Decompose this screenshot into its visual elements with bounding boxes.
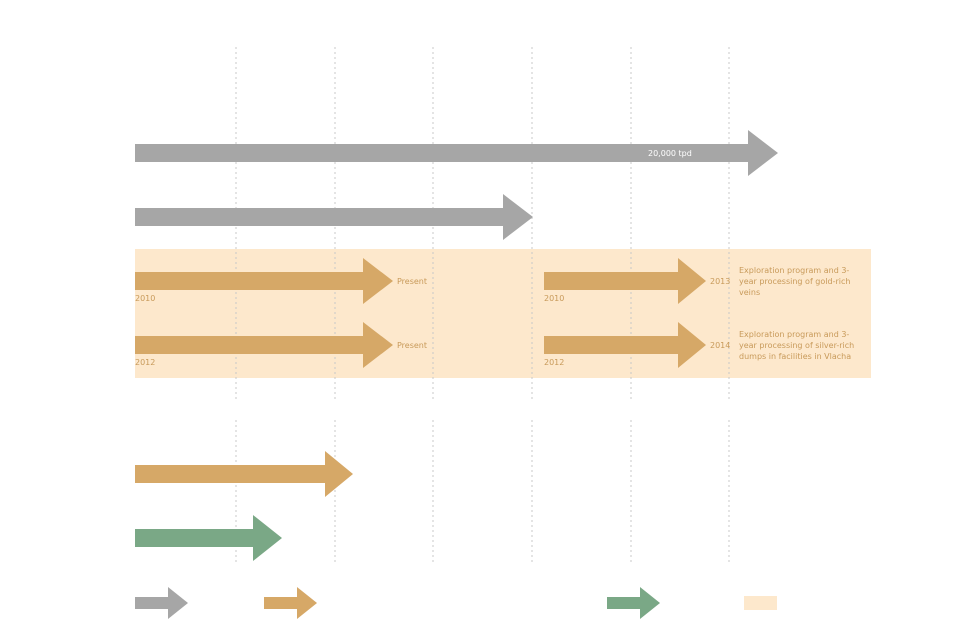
gold-arrow-a-left-start: 2010 — [135, 294, 155, 303]
legend — [135, 587, 777, 619]
gold-arrow-a-right-end: 2013 — [710, 277, 730, 286]
gold-arrow-a-right-start: 2010 — [544, 294, 564, 303]
gold-arrow-a-note: Exploration program and 3- year processi… — [739, 266, 853, 297]
gold-arrow-a-right — [544, 258, 706, 304]
gold-arrow-a-left — [135, 258, 393, 304]
legend-gold-arrow — [264, 587, 317, 619]
green-arrow-lower — [135, 515, 282, 561]
note-line: Exploration program and 3- — [739, 266, 849, 275]
gold-arrow-b-note: Exploration program and 3- year processi… — [739, 330, 857, 361]
highlight-band — [135, 249, 871, 378]
gold-arrow-lower — [135, 451, 353, 497]
grey-arrow-long-label: 20,000 tpd — [648, 149, 692, 158]
gold-arrow-b-right-start: 2012 — [544, 358, 564, 367]
note-line: dumps in facilities in Vlacha — [739, 352, 851, 361]
grey-arrow-long — [135, 130, 778, 176]
gold-arrow-b-left — [135, 322, 393, 368]
gold-arrow-b-right-end: 2014 — [710, 341, 730, 350]
gold-arrow-b-left-end: Present — [397, 341, 427, 350]
gold-arrow-b-left-start: 2012 — [135, 358, 155, 367]
note-line: year processing of silver-rich — [739, 341, 854, 350]
legend-green-arrow — [607, 587, 660, 619]
note-line: year processing of gold-rich — [739, 277, 850, 286]
note-line: veins — [739, 288, 760, 297]
grey-arrow-medium — [135, 194, 533, 240]
gold-arrow-b-right — [544, 322, 706, 368]
legend-band-swatch — [744, 596, 777, 610]
note-line: Exploration program and 3- — [739, 330, 849, 339]
gold-arrow-a-left-end: Present — [397, 277, 427, 286]
legend-grey-arrow — [135, 587, 188, 619]
